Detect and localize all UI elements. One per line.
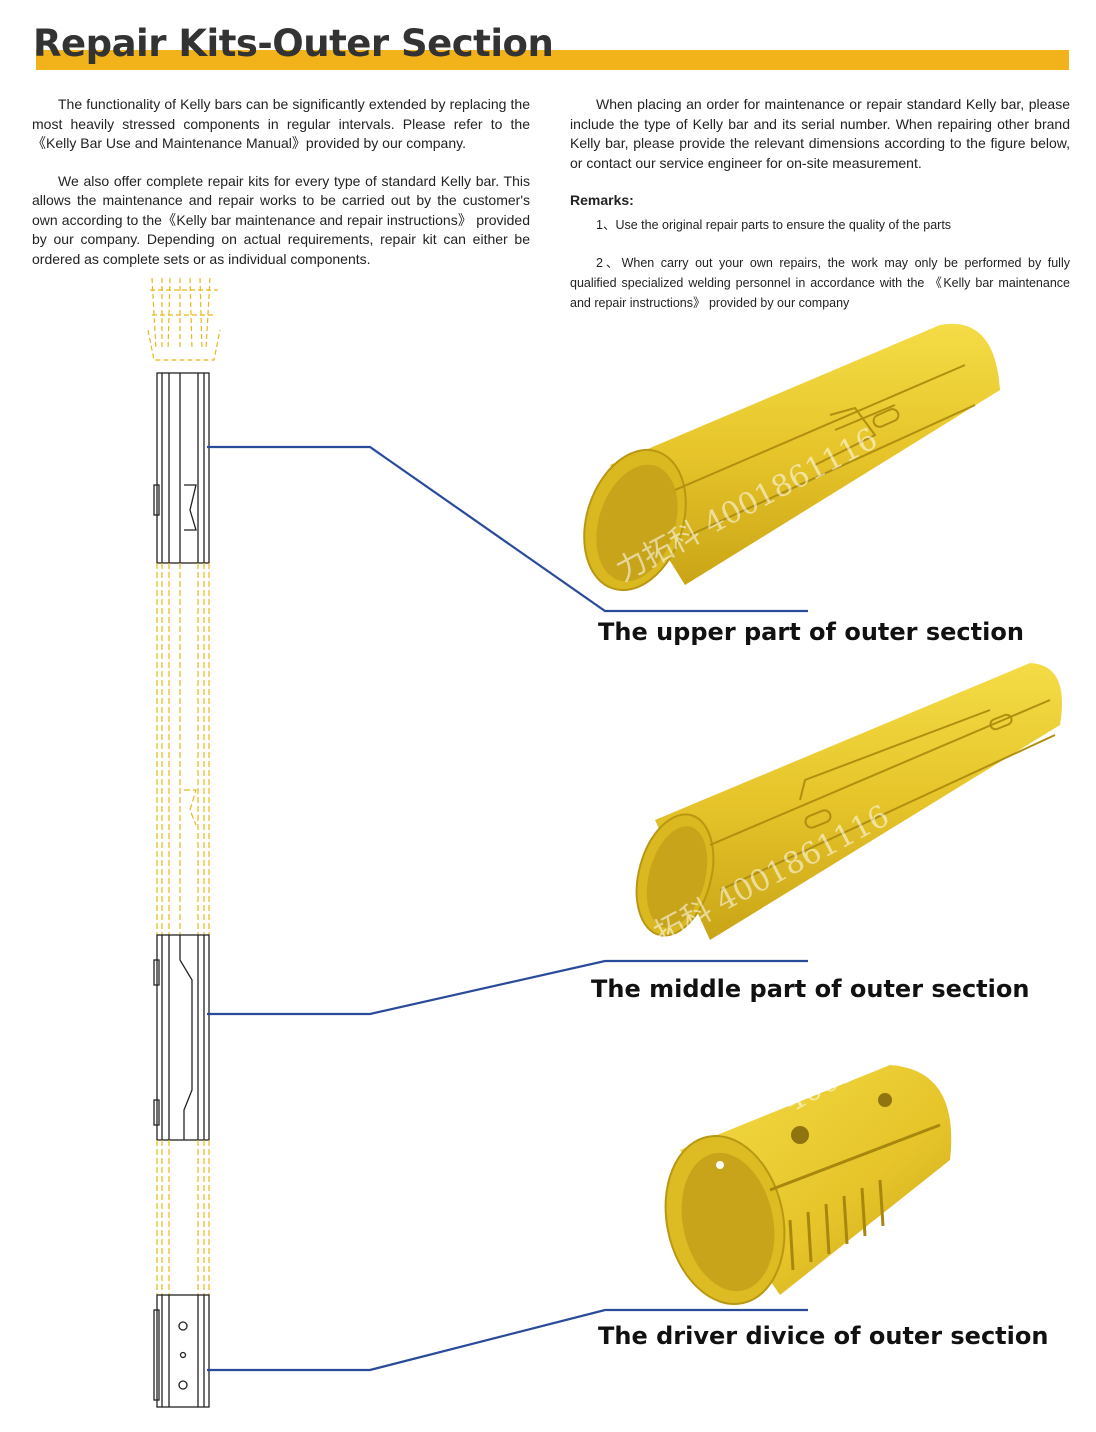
kelly-bar-drawing <box>147 277 221 1408</box>
remark-item-2: 2、When carry out your own repairs, the w… <box>570 255 1070 310</box>
ordering-paragraph: When placing an order for maintenance or… <box>570 96 1070 171</box>
middle-part-image <box>635 663 1062 940</box>
left-text-column: The functionality of Kelly bars can be s… <box>32 95 530 287</box>
caption-driver-device: The driver divice of outer section <box>598 1322 1049 1350</box>
repair-kit-paragraph: We also offer complete repair kits for e… <box>32 172 530 267</box>
intro-paragraph: The functionality of Kelly bars can be s… <box>32 96 530 151</box>
remarks-heading: Remarks: <box>570 192 634 208</box>
remark-item-1: 1、Use the original repair parts to ensur… <box>596 217 952 232</box>
bar-upper-segment <box>153 372 210 564</box>
driver-device-image <box>664 1065 952 1306</box>
bar-top-dashed <box>147 277 221 361</box>
bar-lower-dashed <box>156 1140 210 1295</box>
caption-upper-part: The upper part of outer section <box>598 618 1024 646</box>
page-title: Repair Kits-Outer Section <box>33 22 560 65</box>
caption-middle-part: The middle part of outer section <box>591 975 1030 1003</box>
upper-part-image <box>583 323 1000 592</box>
right-text-column: When placing an order for maintenance or… <box>570 95 1070 331</box>
bar-middle-dashed <box>156 563 210 935</box>
bar-middle-segment <box>153 934 210 1141</box>
bar-driver-segment <box>153 1294 210 1408</box>
